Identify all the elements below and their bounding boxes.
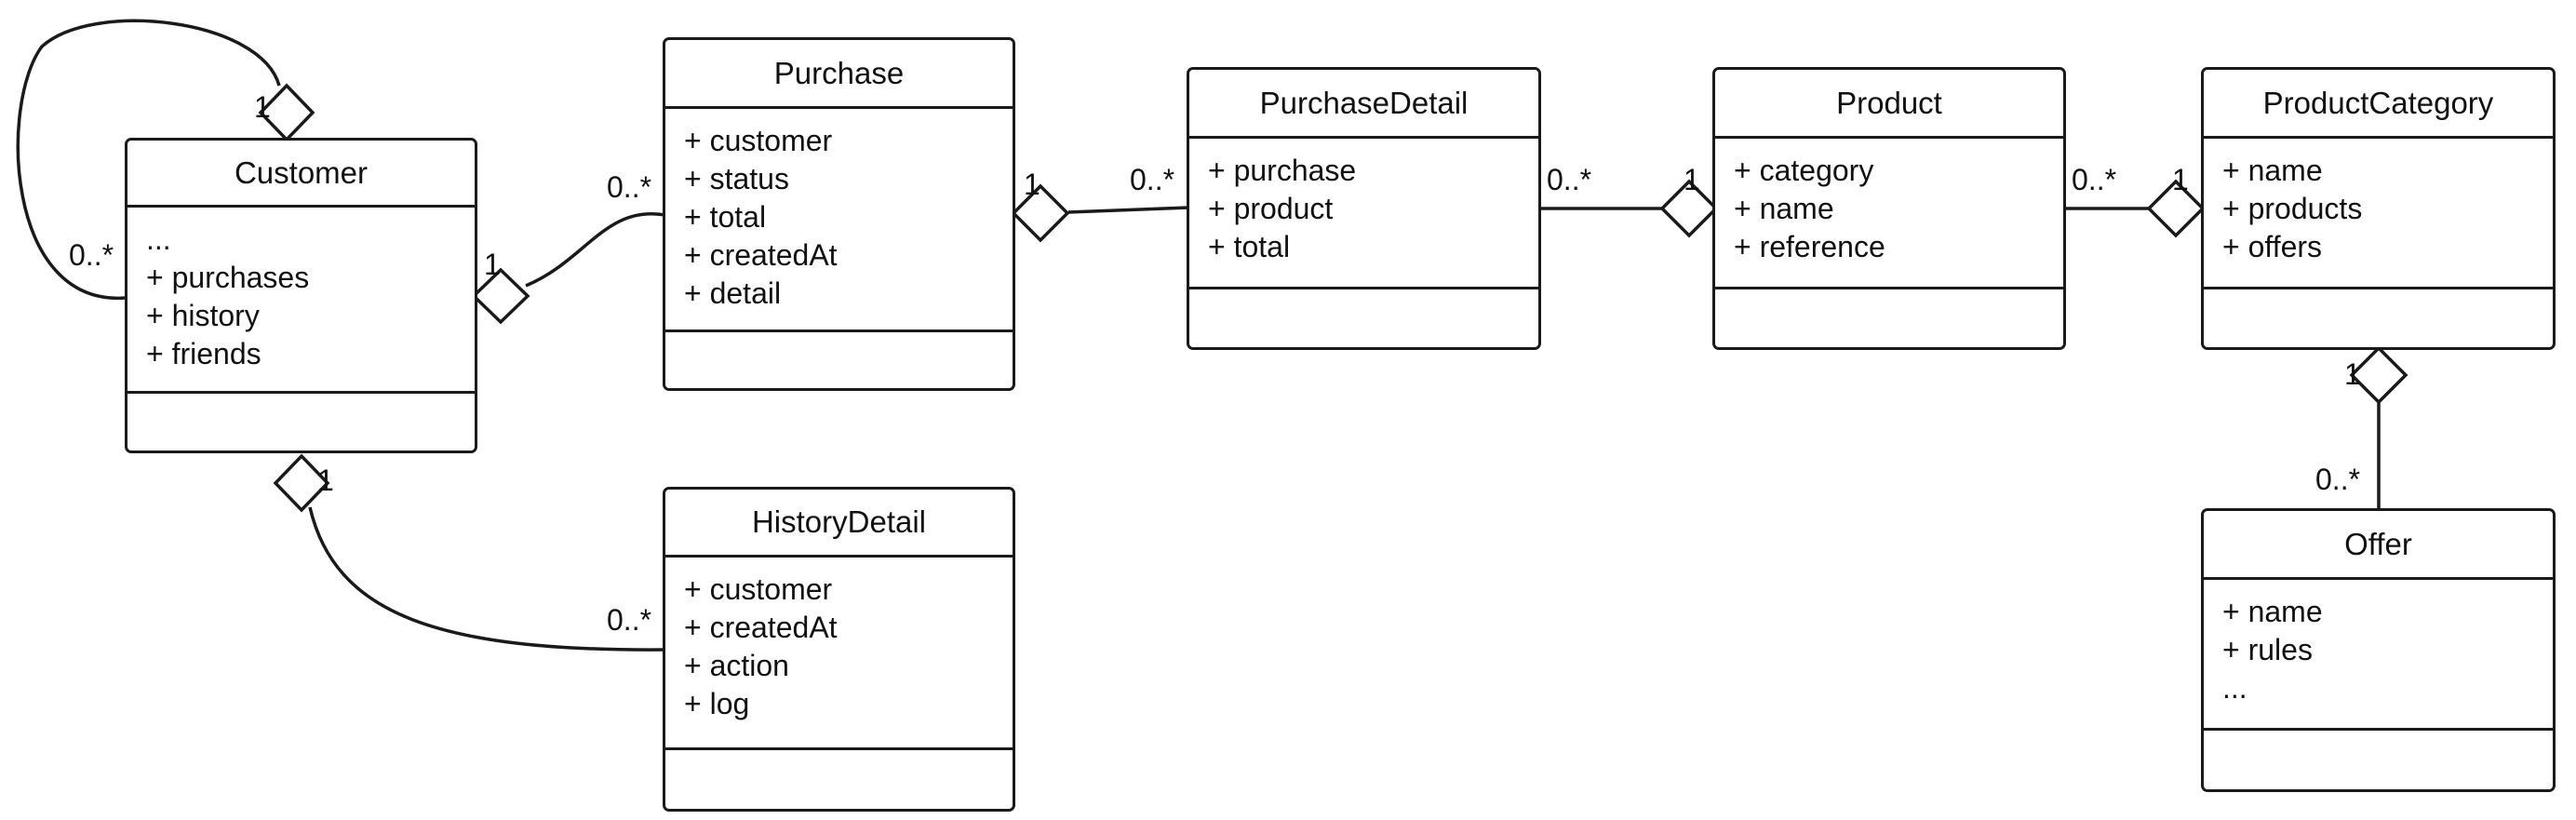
attribute: + offers <box>2222 230 2323 263</box>
attribute: + purchase <box>1208 154 1357 187</box>
multiplicity-label: 1 <box>317 464 334 497</box>
class-offer-attributes: + name + rules ... <box>2204 580 2553 731</box>
class-purchase-detail[interactable]: PurchaseDetail + purchase + product + to… <box>1187 67 1541 350</box>
class-history-detail-name: HistoryDetail <box>665 490 1013 558</box>
attribute: + rules <box>2222 633 2313 666</box>
attribute: + log <box>684 687 750 720</box>
attribute: + detail <box>684 276 782 310</box>
class-product-category[interactable]: ProductCategory + name + products + offe… <box>2201 67 2556 350</box>
category-product-aggregation-diamond <box>2146 179 2206 238</box>
class-product-category-attributes: + name + products + offers <box>2204 139 2553 289</box>
attribute: + friends <box>146 337 262 370</box>
attribute: + reference <box>1734 230 1885 263</box>
attribute: + history <box>146 299 260 332</box>
class-customer[interactable]: Customer ... + purchases + history + fri… <box>125 138 477 453</box>
class-customer-attributes: ... + purchases + history + friends <box>127 208 475 394</box>
multiplicity-label: 0..* <box>607 170 652 204</box>
class-product-attributes: + category + name + reference <box>1715 139 2063 289</box>
class-purchase[interactable]: Purchase + customer + status + total + c… <box>663 37 1015 391</box>
class-offer-name: Offer <box>2204 511 2553 580</box>
class-purchase-detail-name: PurchaseDetail <box>1189 70 1538 139</box>
class-purchase-detail-attributes: + purchase + product + total <box>1189 139 1538 289</box>
purchase-detail-aggregation-diamond <box>1011 183 1070 243</box>
multiplicity-label: 1 <box>254 90 271 124</box>
attribute: + createdAt <box>684 611 838 644</box>
multiplicity-label: 1 <box>1684 163 1700 196</box>
attribute: + purchases <box>146 261 310 294</box>
attribute: + createdAt <box>684 238 838 272</box>
multiplicity-label: 0..* <box>69 238 114 272</box>
class-product-name: Product <box>1715 70 2063 139</box>
attribute: + customer <box>684 572 833 606</box>
multiplicity-label: 0..* <box>607 603 652 637</box>
class-offer[interactable]: Offer + name + rules ... <box>2201 508 2556 792</box>
attribute: + product <box>1208 192 1334 225</box>
multiplicity-label: 0..* <box>1547 163 1592 196</box>
attribute: + category <box>1734 154 1874 187</box>
attribute: + name <box>2222 154 2323 187</box>
attribute: + customer <box>684 124 833 157</box>
multiplicity-label: 1 <box>2172 163 2189 196</box>
class-purchase-name: Purchase <box>665 40 1013 109</box>
class-product-category-name: ProductCategory <box>2204 70 2553 139</box>
category-offer-aggregation-diamond <box>2349 345 2408 405</box>
product-detail-aggregation-diamond <box>1659 179 1719 238</box>
multiplicity-label: 1 <box>2344 357 2361 391</box>
class-history-detail-attributes: + customer + createdAt + action + log <box>665 558 1013 750</box>
attribute: + total <box>1208 230 1291 263</box>
attribute: ... <box>2222 671 2247 705</box>
attribute: ... <box>146 222 171 256</box>
class-customer-name: Customer <box>127 141 475 208</box>
multiplicity-label: 1 <box>484 248 501 281</box>
class-purchase-attributes: + customer + status + total + createdAt … <box>665 109 1013 332</box>
customer-history-line <box>308 506 666 652</box>
class-product[interactable]: Product + category + name + reference <box>1712 67 2066 350</box>
attribute: + total <box>684 200 767 234</box>
customer-purchase-line <box>525 211 666 288</box>
multiplicity-label: 0..* <box>2072 163 2117 196</box>
attribute: + action <box>684 649 789 682</box>
attribute: + products <box>2222 192 2363 225</box>
multiplicity-label: 0..* <box>1130 163 1175 196</box>
attribute: + status <box>684 162 789 195</box>
attribute: + name <box>1734 192 1834 225</box>
customer-history-aggregation-diamond <box>273 453 330 513</box>
class-history-detail[interactable]: HistoryDetail + customer + createdAt + a… <box>663 487 1015 812</box>
multiplicity-label: 0..* <box>2315 463 2361 496</box>
customer-friends-line <box>16 19 281 300</box>
attribute: + name <box>2222 595 2323 628</box>
multiplicity-label: 1 <box>1024 168 1040 201</box>
purchase-detail-line <box>1067 206 1190 214</box>
customer-purchase-aggregation-diamond <box>471 267 530 325</box>
